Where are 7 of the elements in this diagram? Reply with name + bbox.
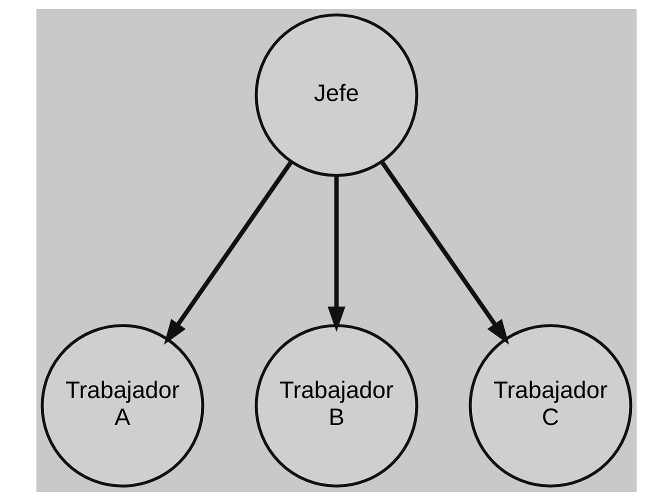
node-circle: Trabajador C [468,324,632,488]
node-circle: Trabajador A [40,324,204,488]
arrow [163,160,292,344]
node-circle: Trabajador B [254,324,418,488]
node-circle: Jefe [254,12,418,176]
arrow [327,175,345,332]
arrow [380,160,509,344]
